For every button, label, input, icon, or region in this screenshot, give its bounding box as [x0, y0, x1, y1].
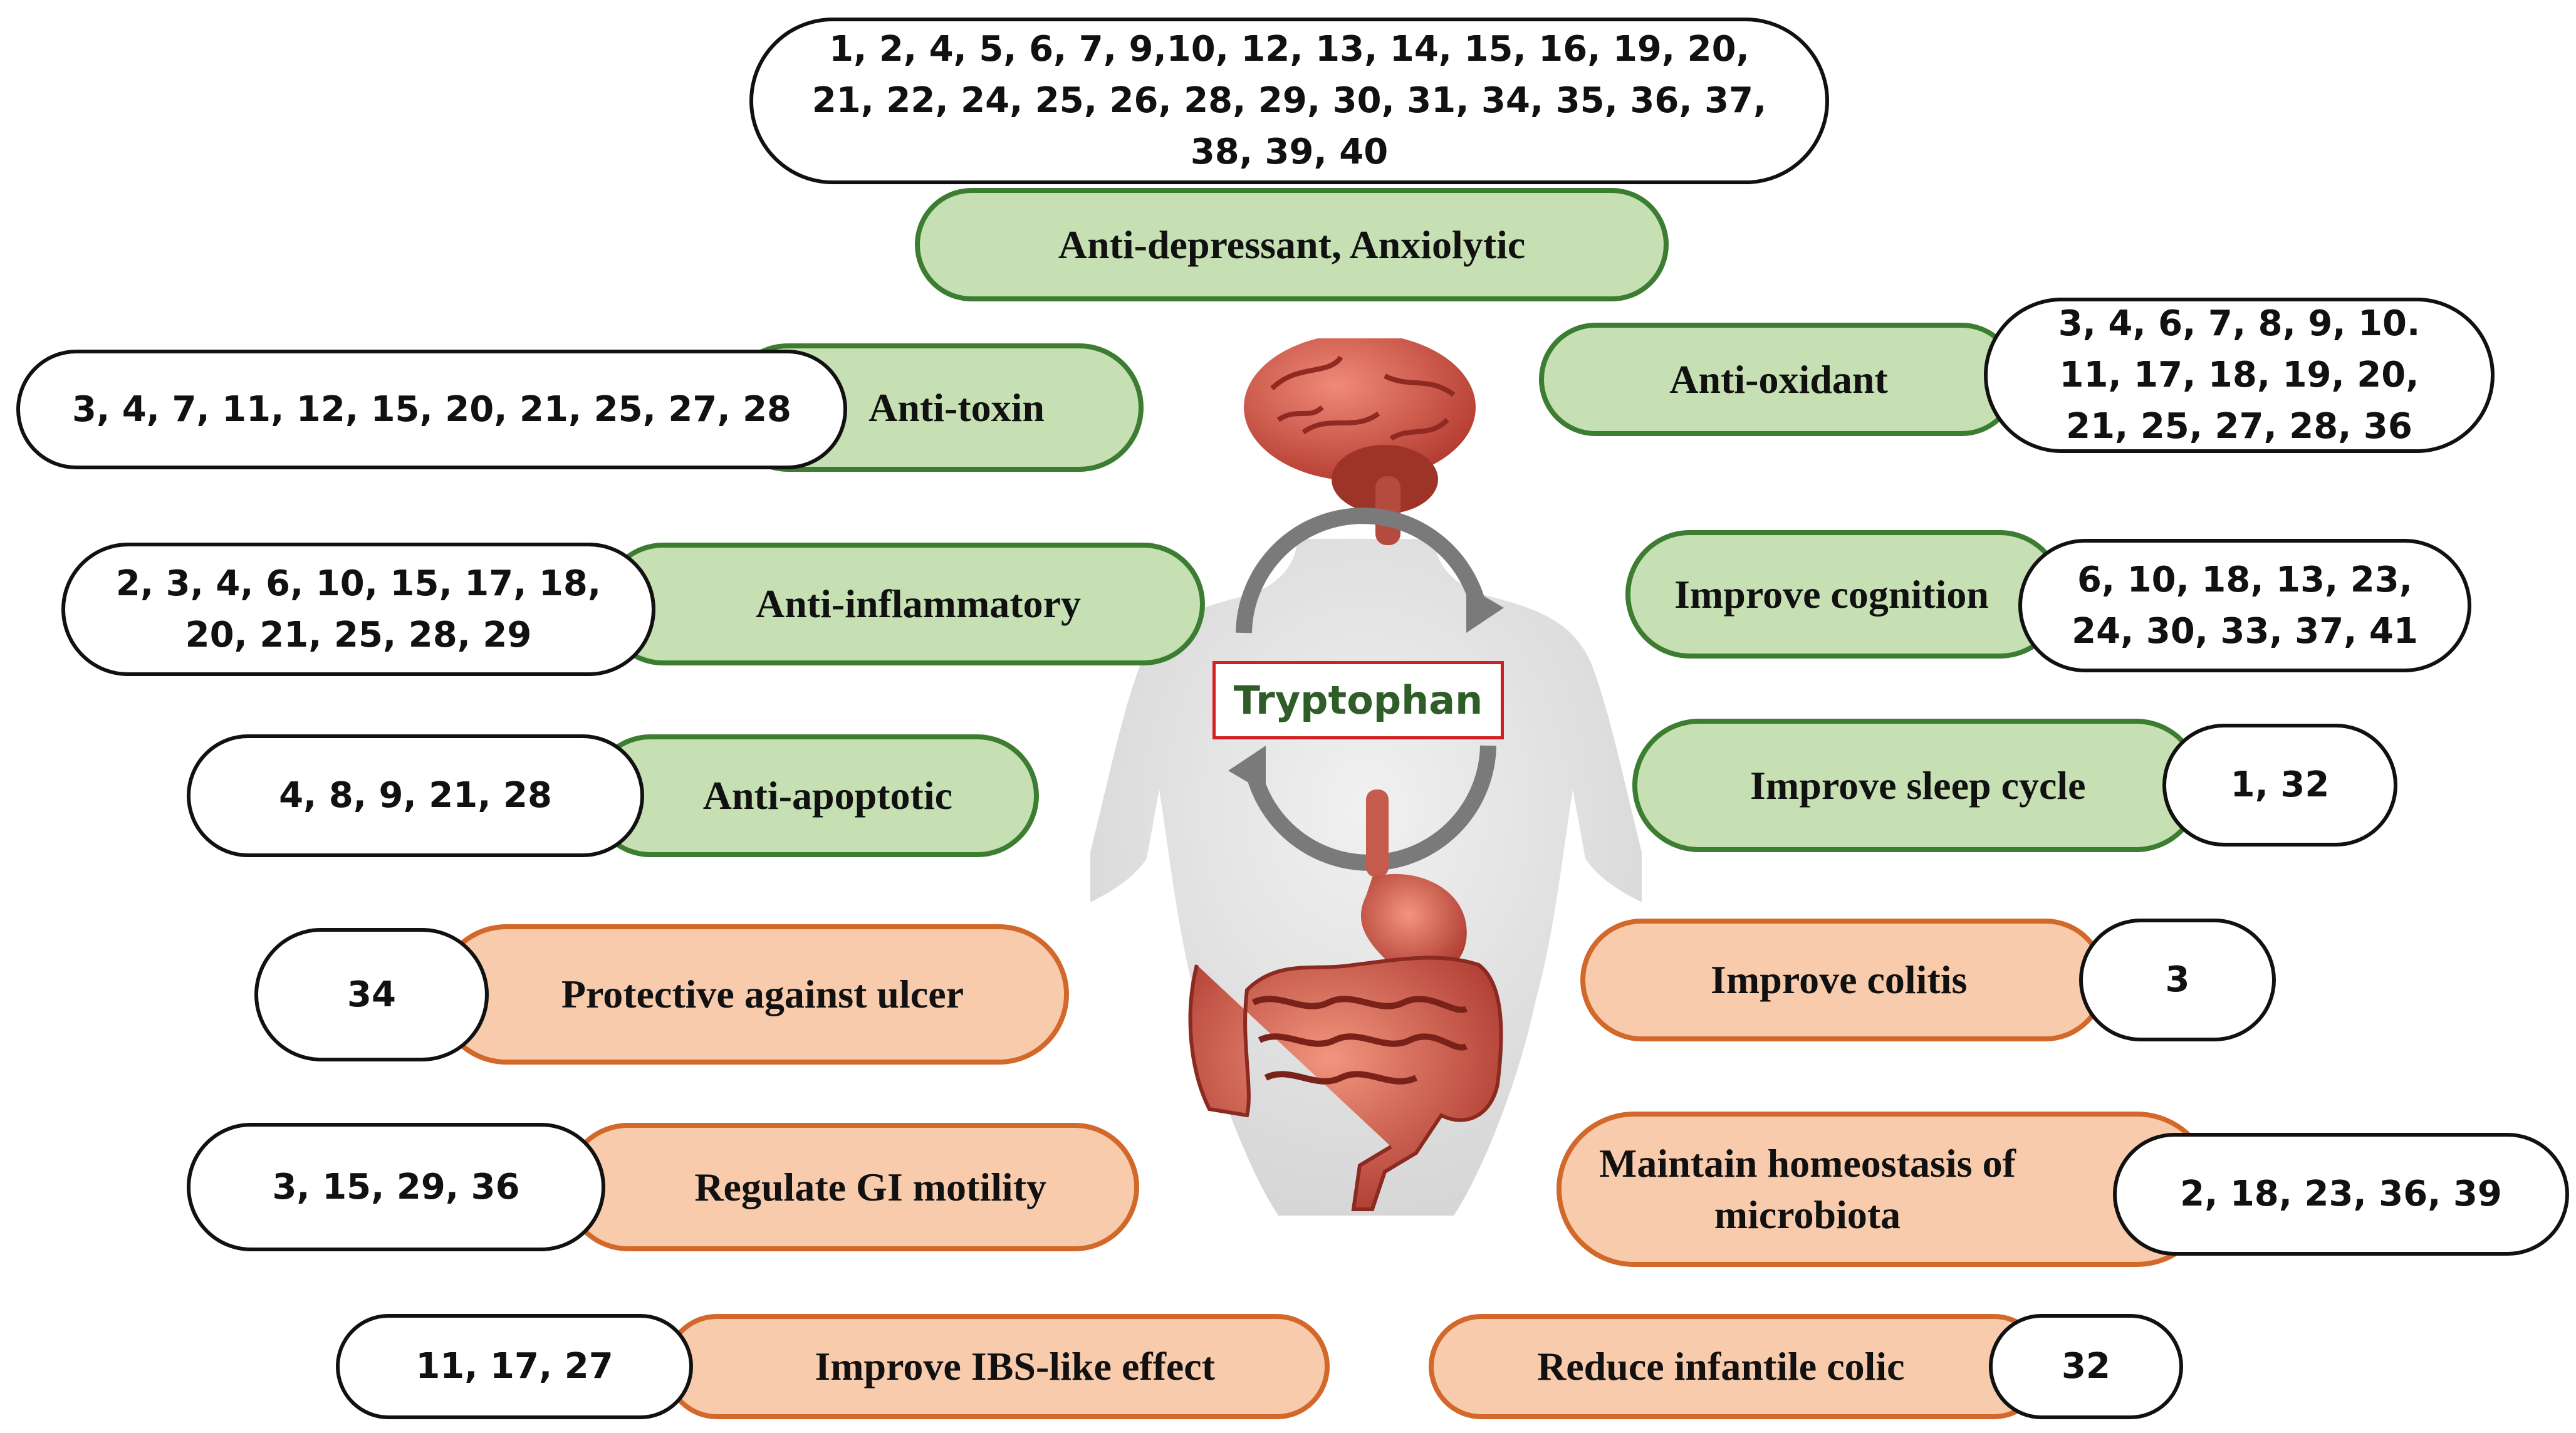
refs-anti-depressant: 1, 2, 4, 5, 6, 7, 9,10, 12, 13, 14, 15, … — [749, 18, 1829, 184]
ref-line: 2, 3, 4, 6, 10, 15, 17, 18, — [115, 563, 602, 604]
effect-anti-oxidant: Anti-oxidant — [1539, 323, 2018, 436]
ref-line: 34 — [347, 974, 396, 1015]
effect-label: Protective against ulcer — [561, 972, 964, 1016]
refs-anti-oxidant: 3, 4, 6, 7, 8, 9, 10. 11, 17, 18, 19, 20… — [1984, 298, 2495, 453]
ref-line: 1, 2, 4, 5, 6, 7, 9,10, 12, 13, 14, 15, … — [829, 29, 1749, 70]
ref-line: 3 — [2165, 959, 2190, 1000]
effect-improve-sleep-cycle: Improve sleep cycle — [1632, 719, 2203, 852]
effect-improve-cognition: Improve cognition — [1625, 530, 2064, 659]
refs-anti-inflammatory: 2, 3, 4, 6, 10, 15, 17, 18, 20, 21, 25, … — [61, 543, 655, 676]
refs-improve-ibs-like: 11, 17, 27 — [336, 1314, 693, 1419]
effect-label: Anti-inflammatory — [755, 581, 1081, 626]
ref-line: 11, 17, 27 — [415, 1346, 613, 1387]
refs-reduce-infantile-colic: 32 — [1989, 1314, 2183, 1419]
effect-label: Regulate GI motility — [694, 1164, 1046, 1209]
refs-maintain-homeostasis-microbiota: 2, 18, 23, 36, 39 — [2113, 1133, 2569, 1256]
effect-maintain-homeostasis-microbiota: Maintain homeostasis of microbiota — [1557, 1112, 2214, 1267]
effect-label: Improve colitis — [1711, 957, 1968, 1002]
ref-line: 3, 4, 6, 7, 8, 9, 10. — [2058, 303, 2421, 344]
ref-line: 38, 39, 40 — [1190, 132, 1389, 172]
ref-line: 21, 22, 24, 25, 26, 28, 29, 30, 31, 34, … — [811, 80, 1767, 121]
refs-anti-toxin: 3, 4, 7, 11, 12, 15, 20, 21, 25, 27, 28 — [16, 350, 847, 469]
effect-improve-ibs-like: Improve IBS-like effect — [664, 1314, 1330, 1419]
effect-label: Improve IBS-like effect — [815, 1344, 1215, 1389]
ref-line: 24, 30, 33, 37, 41 — [2072, 610, 2418, 652]
effect-label: Anti-oxidant — [1669, 357, 1888, 402]
effect-improve-colitis: Improve colitis — [1580, 919, 2107, 1041]
refs-protective-against-ulcer: 34 — [254, 928, 489, 1061]
effect-label: Anti-apoptotic — [702, 773, 952, 818]
ref-line: 32 — [2062, 1346, 2110, 1387]
effect-label-line: microbiota — [1714, 1192, 1901, 1237]
effect-protective-against-ulcer: Protective against ulcer — [436, 924, 1069, 1065]
refs-improve-colitis: 3 — [2079, 919, 2276, 1041]
effect-label-line: Maintain homeostasis of — [1599, 1141, 2016, 1185]
ref-line: 2, 18, 23, 36, 39 — [2180, 1174, 2502, 1214]
effect-label: Improve sleep cycle — [1750, 763, 2086, 808]
refs-improve-sleep-cycle: 1, 32 — [2162, 724, 2397, 847]
effect-anti-inflammatory: Anti-inflammatory — [602, 543, 1205, 665]
ref-line: 3, 15, 29, 36 — [272, 1166, 520, 1207]
ref-line: 3, 4, 7, 11, 12, 15, 20, 21, 25, 27, 28 — [71, 388, 792, 430]
effect-anti-apoptotic: Anti-apoptotic — [589, 734, 1039, 857]
tryptophan-label: Tryptophan — [1212, 661, 1504, 739]
brain-icon — [1244, 338, 1476, 545]
effect-label: Anti-depressant, Anxiolytic — [1058, 222, 1526, 267]
effect-label: Reduce infantile colic — [1537, 1344, 1905, 1389]
effect-label: Improve cognition — [1674, 571, 1989, 617]
effect-anti-depressant-anxiolytic: Anti-depressant, Anxiolytic — [915, 188, 1669, 301]
effect-label: Anti-toxin — [868, 385, 1045, 430]
ref-line: 21, 25, 27, 28, 36 — [2066, 406, 2412, 447]
ref-line: 4, 8, 9, 21, 28 — [279, 775, 552, 816]
ref-line: 1, 32 — [2230, 764, 2330, 805]
refs-regulate-gi-motility: 3, 15, 29, 36 — [187, 1123, 605, 1251]
effect-regulate-gi-motility: Regulate GI motility — [564, 1123, 1139, 1251]
ref-line: 20, 21, 25, 28, 29 — [185, 614, 532, 655]
effect-reduce-infantile-colic: Reduce infantile colic — [1429, 1314, 2047, 1419]
ref-line: 6, 10, 18, 13, 23, — [2077, 559, 2413, 600]
digestive-tract-icon — [1188, 789, 1503, 1211]
refs-anti-apoptotic: 4, 8, 9, 21, 28 — [187, 734, 644, 857]
ref-line: 11, 17, 18, 19, 20, — [2059, 355, 2419, 395]
human-body-illustration — [1090, 338, 1642, 1216]
refs-improve-cognition: 6, 10, 18, 13, 23, 24, 30, 33, 37, 41 — [2018, 539, 2471, 672]
